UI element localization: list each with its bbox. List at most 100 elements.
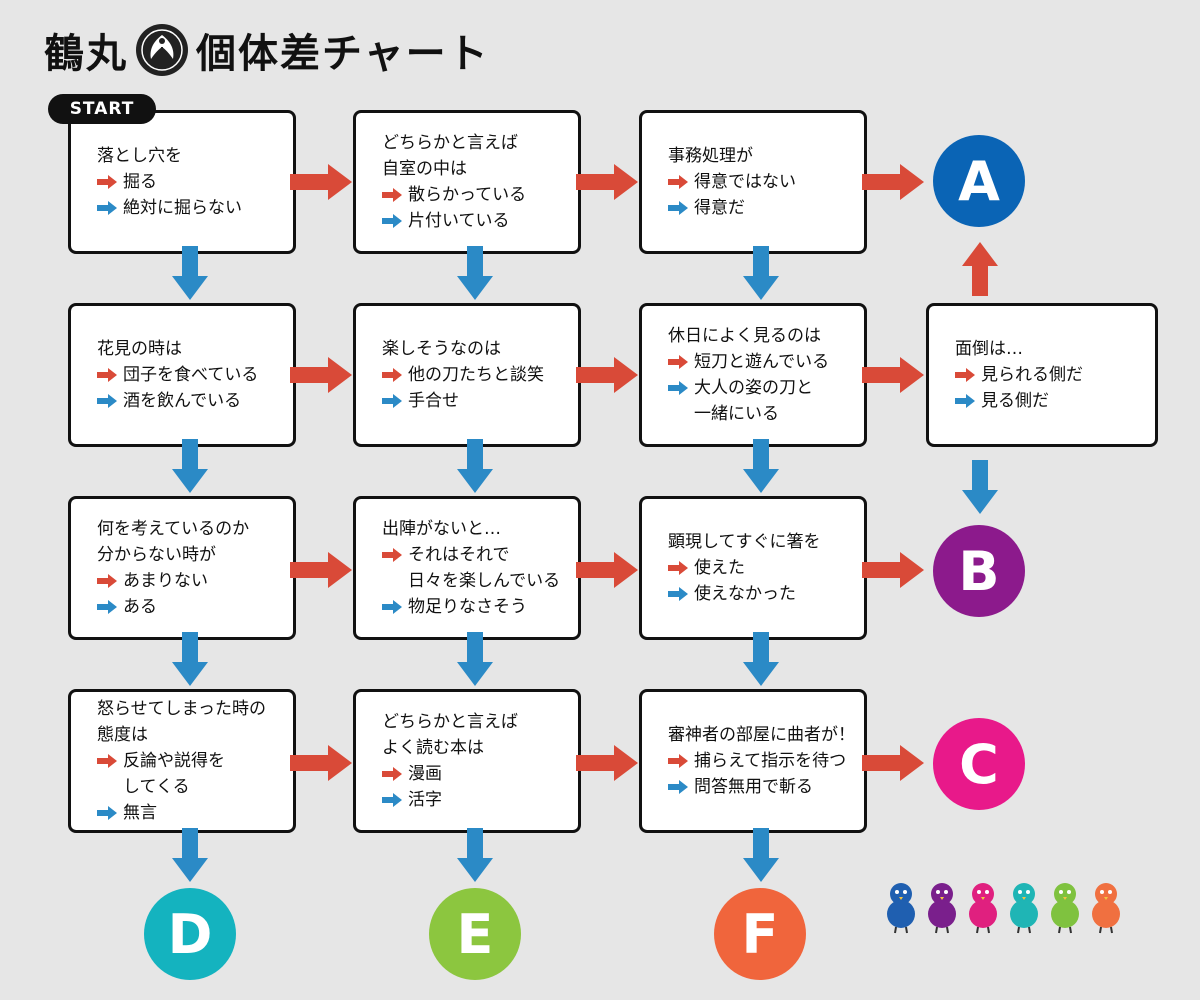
question-text: 落とし穴を	[97, 146, 182, 166]
down-arrow-icon	[172, 828, 208, 882]
result-circle-f: F	[714, 888, 806, 980]
question-box: 楽しそうなのは他の刀たちと談笑手合せ	[353, 303, 581, 447]
question-text: 態度は	[97, 725, 148, 745]
crane-crest-icon	[136, 24, 188, 76]
answer-option-text: 無言	[123, 803, 157, 823]
red-arrow-icon	[955, 368, 975, 382]
right-arrow-icon	[576, 357, 638, 393]
answer-option: 捕らえて指示を待つ	[668, 748, 854, 774]
down-arrow-icon	[962, 460, 998, 514]
answer-option: 物足りなさそう	[382, 594, 568, 620]
blue-arrow-icon	[382, 793, 402, 807]
answer-option-text: 物足りなさそう	[408, 597, 527, 617]
right-arrow-icon	[862, 552, 924, 588]
answer-option-text: 絶対に掘らない	[123, 198, 242, 218]
answer-option-text: 見られる側だ	[981, 365, 1083, 385]
question-box: どちらかと言えばよく読む本は漫画活字	[353, 689, 581, 833]
down-arrow-icon	[172, 439, 208, 493]
question-box: 怒らせてしまった時の態度は反論や説得を してくる無言	[68, 689, 296, 833]
question-box: 落とし穴を掘る絶対に掘らない	[68, 110, 296, 254]
blue-arrow-icon	[955, 394, 975, 408]
right-arrow-icon	[576, 164, 638, 200]
down-arrow-icon	[172, 246, 208, 300]
answer-option: 他の刀たちと談笑	[382, 362, 568, 388]
answer-option: 酒を飲んでいる	[97, 388, 283, 414]
answer-option: 活字	[382, 787, 568, 813]
up-arrow-icon	[962, 242, 998, 296]
result-circle-c: C	[933, 718, 1025, 810]
question-box: 休日によく見るのは短刀と遊んでいる大人の姿の刀と 一緒にいる	[639, 303, 867, 447]
blue-arrow-icon	[97, 394, 117, 408]
blue-arrow-icon	[668, 201, 688, 215]
down-arrow-icon	[743, 632, 779, 686]
question-text: 何を考えているのか	[97, 519, 250, 539]
question-box: 面倒は…見られる側だ見る側だ	[926, 303, 1158, 447]
answer-option-text: ある	[123, 597, 157, 617]
right-arrow-icon	[862, 745, 924, 781]
red-arrow-icon	[97, 574, 117, 588]
answer-option-text: 散らかっている	[408, 185, 527, 205]
down-arrow-icon	[457, 246, 493, 300]
bird-mascot-icon	[928, 883, 956, 934]
bird-mascot-icon	[887, 883, 915, 934]
answer-option-text: 掘る	[123, 172, 157, 192]
answer-option: 団子を食べている	[97, 362, 283, 388]
result-circle-d: D	[144, 888, 236, 980]
answer-option-text: 片付いている	[408, 211, 510, 231]
blue-arrow-icon	[97, 600, 117, 614]
answer-option: あまりない	[97, 568, 283, 594]
question-box: 花見の時は団子を食べている酒を飲んでいる	[68, 303, 296, 447]
blue-arrow-icon	[382, 394, 402, 408]
answer-option-text: 捕らえて指示を待つ	[694, 751, 847, 771]
answer-option: 反論や説得を してくる	[97, 748, 283, 800]
down-arrow-icon	[457, 632, 493, 686]
answer-option: 手合せ	[382, 388, 568, 414]
answer-option-text: 使えた	[694, 558, 745, 578]
blue-arrow-icon	[382, 214, 402, 228]
red-arrow-icon	[668, 561, 688, 575]
answer-option: 問答無用で斬る	[668, 774, 854, 800]
down-arrow-icon	[743, 828, 779, 882]
question-text: よく読む本は	[382, 738, 484, 758]
answer-option: 絶対に掘らない	[97, 195, 283, 221]
red-arrow-icon	[97, 368, 117, 382]
question-text: 面倒は…	[955, 339, 1023, 359]
answer-option-text: あまりない	[123, 571, 208, 591]
answer-option: 無言	[97, 800, 283, 826]
answer-option: 短刀と遊んでいる	[668, 349, 854, 375]
red-arrow-icon	[97, 175, 117, 189]
bird-mascot-icon	[1010, 883, 1038, 934]
right-arrow-icon	[862, 357, 924, 393]
answer-option: 得意だ	[668, 195, 854, 221]
bird-mascot-icon	[1092, 883, 1120, 934]
question-text: 怒らせてしまった時の	[97, 699, 266, 719]
red-arrow-icon	[382, 548, 402, 562]
red-arrow-icon	[97, 754, 117, 768]
start-badge: START	[48, 94, 156, 124]
answer-option-text: 得意ではない	[694, 172, 796, 192]
answer-option-text: 団子を食べている	[123, 365, 259, 385]
answer-option: 漫画	[382, 761, 568, 787]
answer-option: ある	[97, 594, 283, 620]
answer-option: 大人の姿の刀と 一緒にいる	[668, 375, 854, 427]
question-text: 審神者の部屋に曲者が！	[668, 725, 855, 745]
blue-arrow-icon	[668, 381, 688, 395]
question-text: 事務処理が	[668, 146, 753, 166]
answer-option-text: 大人の姿の刀と 一緒にいる	[694, 378, 813, 424]
answer-option-text: 短刀と遊んでいる	[694, 352, 830, 372]
question-text: 休日によく見るのは	[668, 326, 821, 346]
red-arrow-icon	[668, 355, 688, 369]
bird-mascot-icon	[1051, 883, 1079, 934]
red-arrow-icon	[668, 175, 688, 189]
down-arrow-icon	[172, 632, 208, 686]
right-arrow-icon	[290, 164, 352, 200]
red-arrow-icon	[382, 368, 402, 382]
bird-mascot-icon	[969, 883, 997, 934]
result-circle-e: E	[429, 888, 521, 980]
answer-option-text: 漫画	[408, 764, 442, 784]
result-circle-b: B	[933, 525, 1025, 617]
right-arrow-icon	[576, 745, 638, 781]
answer-option: 得意ではない	[668, 169, 854, 195]
question-text: 分からない時が	[97, 545, 216, 565]
answer-option-text: それはそれで 日々を楽しんでいる	[408, 545, 561, 591]
